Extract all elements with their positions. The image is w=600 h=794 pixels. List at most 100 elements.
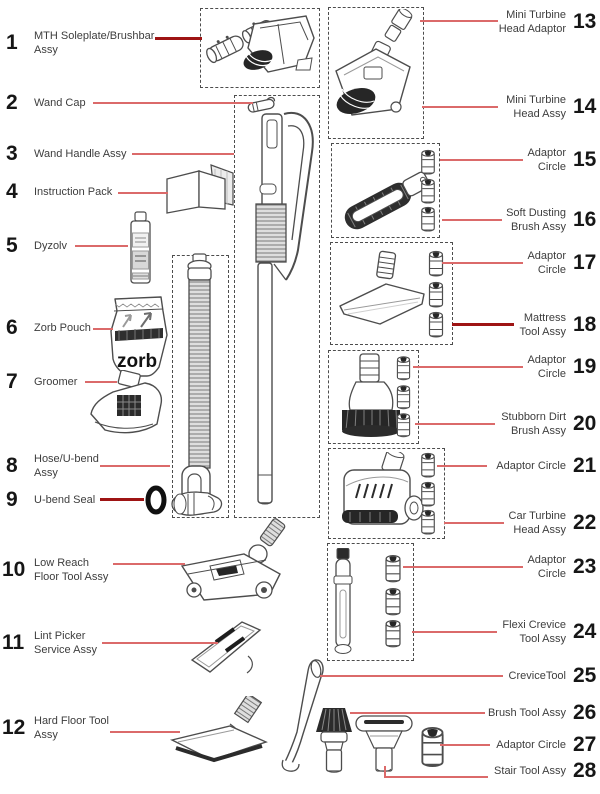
illustration-soft-dusting-brush bbox=[344, 171, 430, 230]
illustration-mini-turbine-head bbox=[335, 9, 413, 116]
leader-line-16 bbox=[442, 219, 502, 221]
leader-line-26 bbox=[350, 712, 485, 714]
part-number-18: 18 bbox=[573, 313, 597, 336]
adaptor-circle-cylinder bbox=[384, 587, 402, 617]
part-number-10: 10 bbox=[2, 558, 26, 581]
leader-line-1 bbox=[155, 37, 202, 40]
group-box-mini-turbine bbox=[328, 7, 424, 139]
illustration-low-reach-floor-tool bbox=[180, 518, 286, 601]
leader-line-20 bbox=[415, 423, 495, 425]
leader-line-25 bbox=[320, 675, 503, 677]
group-box-stubborn-dirt bbox=[328, 350, 419, 444]
part-label-6: Zorb Pouch bbox=[34, 322, 91, 334]
illustration-crevice-tool bbox=[281, 659, 324, 772]
part-number-3: 3 bbox=[6, 142, 18, 165]
part-number-16: 16 bbox=[573, 208, 597, 231]
leader-line-4 bbox=[118, 192, 168, 194]
part-number-9: 9 bbox=[6, 488, 18, 511]
part-number-25: 25 bbox=[573, 664, 597, 687]
illustration-ubend-elbow bbox=[171, 491, 223, 516]
leader-line-19 bbox=[413, 366, 523, 368]
adaptor-circle-cylinder bbox=[428, 281, 444, 309]
leader-line-10 bbox=[113, 563, 185, 565]
adaptor-circle-cylinder bbox=[420, 178, 436, 205]
leader-line-23 bbox=[403, 566, 523, 568]
part-number-19: 19 bbox=[573, 355, 597, 378]
part-number-28: 28 bbox=[573, 759, 597, 782]
illustration-flexi-crevice-tool bbox=[333, 548, 353, 654]
part-label-27: Adaptor Circle bbox=[496, 739, 566, 751]
illustration-soleplate-brushbar bbox=[206, 15, 315, 73]
part-label-9: U-bend Seal bbox=[34, 494, 96, 506]
part-number-13: 13 bbox=[573, 10, 597, 33]
leader-line-22 bbox=[444, 522, 504, 524]
part-label-26: Brush Tool Assy bbox=[487, 707, 566, 719]
part-number-17: 17 bbox=[573, 251, 597, 274]
leader-line-28-riser bbox=[384, 766, 386, 777]
part-number-6: 6 bbox=[6, 316, 18, 339]
part-number-5: 5 bbox=[6, 234, 18, 257]
leader-line-28 bbox=[384, 776, 488, 778]
part-label-4: Instruction Pack bbox=[34, 186, 113, 198]
illustration-wand-handle bbox=[255, 111, 314, 505]
leader-line-3 bbox=[132, 153, 234, 155]
part-number-12: 12 bbox=[2, 716, 26, 739]
illustration-instruction-pack bbox=[166, 164, 234, 214]
illustration-zorb-pouch: zorb bbox=[110, 296, 168, 377]
part-number-14: 14 bbox=[573, 95, 597, 118]
part-label-7: Groomer bbox=[34, 376, 78, 388]
part-number-11: 11 bbox=[2, 631, 25, 654]
group-box-soft-dusting bbox=[331, 143, 440, 238]
illustration-stubborn-dirt-brush bbox=[342, 353, 400, 437]
leader-line-21 bbox=[437, 465, 487, 467]
part-label-28: Stair Tool Assy bbox=[494, 765, 566, 777]
part-number-7: 7 bbox=[6, 370, 18, 393]
illustration-wand-cap bbox=[247, 96, 276, 113]
leader-line-18 bbox=[452, 323, 514, 326]
part-number-1: 1 bbox=[6, 31, 18, 54]
group-box-soleplate bbox=[200, 8, 320, 88]
leader-line-24 bbox=[412, 631, 497, 633]
part-number-24: 24 bbox=[573, 620, 597, 643]
leader-line-5 bbox=[75, 245, 128, 247]
leader-line-17 bbox=[442, 262, 523, 264]
leader-line-14 bbox=[422, 106, 498, 108]
adaptor-circle-cylinder bbox=[396, 355, 411, 382]
illustration-car-turbine-head bbox=[342, 452, 424, 525]
leader-line-12 bbox=[110, 731, 180, 733]
leader-line-27 bbox=[440, 744, 490, 746]
part-label-25: CreviceTool bbox=[508, 670, 566, 682]
illustration-lint-picker bbox=[190, 621, 262, 674]
adaptor-circle-cylinder bbox=[420, 481, 436, 508]
illustration-dyzolv-bottle bbox=[130, 211, 151, 284]
group-box-car-turbine bbox=[328, 448, 445, 539]
group-box-wand bbox=[234, 95, 320, 518]
leader-line-15 bbox=[440, 159, 523, 161]
illustration-mattress-tool bbox=[339, 250, 425, 325]
adaptor-circle-cylinder bbox=[396, 412, 411, 439]
leader-line-13 bbox=[420, 20, 498, 22]
part-label-5: Dyzolv bbox=[34, 240, 68, 252]
part-label-2: Wand Cap bbox=[34, 97, 86, 109]
group-box-flexi-crevice bbox=[327, 543, 414, 661]
leader-line-6 bbox=[93, 328, 113, 330]
illustration-groomer bbox=[90, 370, 163, 434]
adaptor-circle-cylinder bbox=[384, 554, 402, 584]
group-box-mattress bbox=[330, 242, 453, 345]
illustration-brush-tool bbox=[316, 708, 352, 773]
part-number-4: 4 bbox=[6, 180, 18, 203]
